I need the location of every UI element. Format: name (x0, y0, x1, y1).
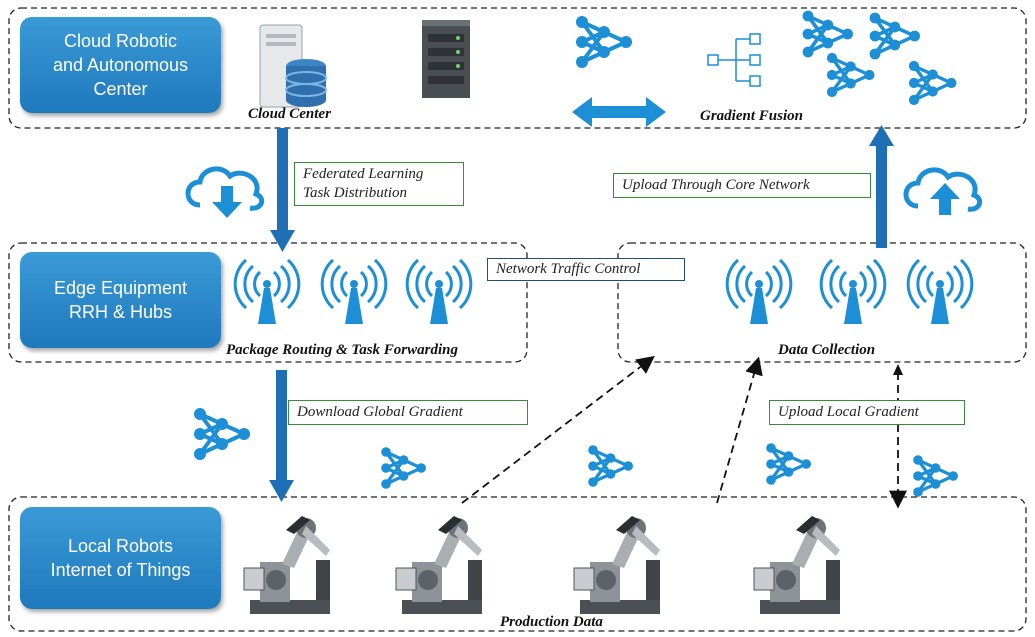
network-traffic-control-box: Network Traffic Control (487, 258, 685, 281)
wireless-antenna-icon (405, 258, 473, 326)
cloud-tier-label: Cloud Robotic and Autonomous Center (20, 17, 221, 113)
double-arrow-icon (572, 97, 666, 127)
cloud-tier-container (8, 7, 1027, 129)
local-tier-label: Local Robots Internet of Things (20, 507, 221, 609)
upload-local-gradient-box: Upload Local Gradient (769, 400, 965, 425)
download-global-arrow (269, 370, 294, 502)
neural-network-icon (379, 445, 428, 491)
edge-tier-container (8, 242, 528, 363)
wireless-antenna-icon (906, 258, 974, 326)
industrial-robot-icon (395, 515, 483, 615)
wireless-antenna-icon (320, 258, 388, 326)
data-collection-caption: Data Collection (778, 342, 876, 358)
neural-network-icon (586, 443, 635, 489)
upload-link-2 (716, 356, 763, 504)
neural-network-icon (574, 14, 634, 70)
production-data-caption: Production Data (500, 614, 603, 630)
federated-learning-box: Federated Learning Task Distribution (294, 162, 464, 206)
cloud-download-icon (185, 166, 265, 218)
upload-core-network-box: Upload Through Core Network (613, 173, 871, 198)
tree-structure-icon (707, 33, 761, 87)
neural-network-icon (911, 453, 960, 499)
edge-tier-label: Edge Equipment RRH & Hubs (20, 252, 221, 348)
wireless-antenna-icon (233, 258, 301, 326)
gradient-fusion-caption: Gradient Fusion (700, 108, 803, 124)
upload-link-3-head (893, 364, 903, 375)
industrial-robot-icon (243, 515, 331, 615)
task-distribution-arrow (270, 128, 295, 252)
wireless-antenna-icon (819, 258, 887, 326)
cloud-upload-icon (903, 167, 983, 215)
wireless-antenna-icon (725, 258, 793, 326)
download-global-gradient-box: Download Global Gradient (288, 400, 528, 425)
neural-network-cluster-icon (800, 8, 959, 107)
cloud-center-caption: Cloud Center (248, 106, 331, 122)
server-database-icon (259, 24, 327, 108)
neural-network-icon (764, 441, 813, 487)
rack-server-icon (422, 20, 470, 98)
neural-network-icon (192, 406, 252, 462)
data-collection-container (617, 242, 1027, 363)
upload-core-arrow (869, 125, 894, 248)
industrial-robot-icon (753, 515, 841, 615)
upload-link-1 (461, 355, 655, 504)
package-routing-caption: Package Routing & Task Forwarding (226, 342, 458, 358)
industrial-robot-icon (573, 515, 661, 615)
